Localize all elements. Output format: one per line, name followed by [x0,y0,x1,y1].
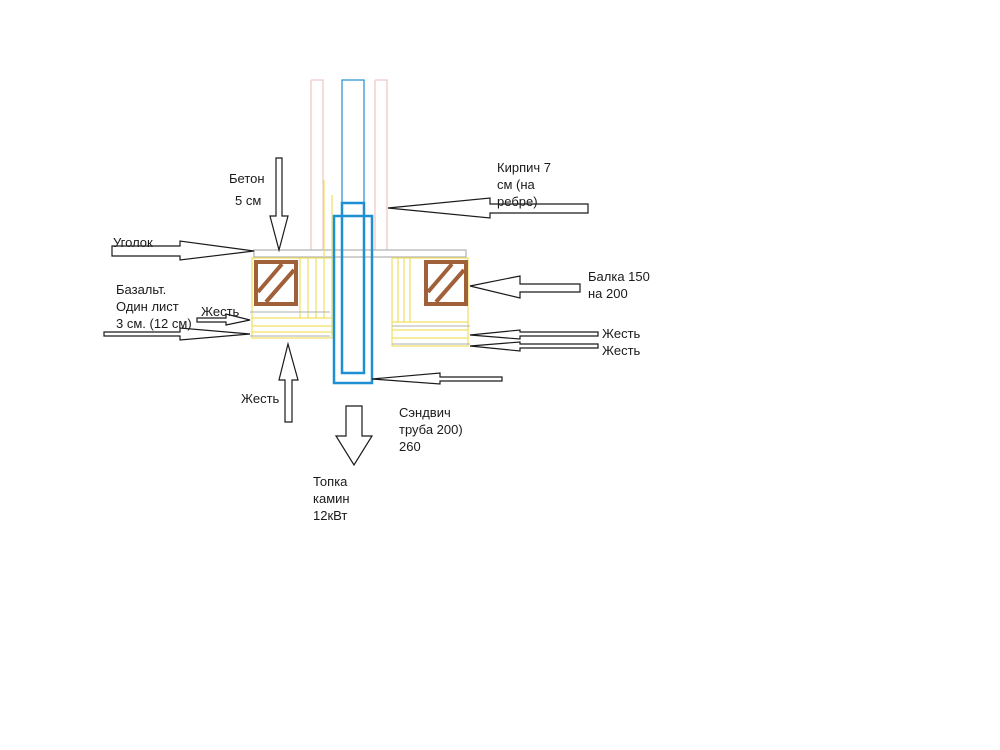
label-balka: Балка 150 на 200 [588,269,650,301]
beton-arrow [269,157,289,253]
label-sandwich: Сэндвич труба 200) 260 [399,405,463,454]
sandwich-pipe [332,201,374,385]
inner-flue [341,79,365,257]
label-zhest-right-2: Жесть [602,343,641,358]
zhest-right-1-arrow [469,329,599,340]
zhest-left-bottom-arrow [278,341,299,423]
label-bazalt: Базальт. Один лист 3 см. (12 см) [116,282,192,331]
ugolok-arrow [111,240,255,261]
basalt-insulation [251,180,469,347]
label-topka: Топка камин 12кВт [313,474,350,523]
label-zhest-left-inner: Жесть [201,304,240,319]
label-ugolok: Уголок [113,235,153,250]
label-kirpich: Кирпич 7 см (на ребре) [497,160,551,209]
kirpich-arrow [387,197,589,219]
callout-arrows [103,157,599,467]
brick-chimney [310,79,388,257]
label-zhest-right-1: Жесть [602,326,641,341]
bazalt-arrow [103,327,251,341]
zhest-right-2-arrow [469,341,599,352]
tin-sheets [250,311,470,345]
sandwich-arrow [371,372,503,385]
wooden-beam-left [254,260,298,306]
label-zhest-left-bottom: Жесть [241,391,280,406]
angle-plate [253,249,467,258]
zhest-left-inner-arrow [196,313,251,326]
topka-arrow [334,405,374,467]
label-beton: Бетон 5 см [229,171,265,208]
wooden-beam-right [424,260,468,306]
balka-arrow [469,275,581,299]
